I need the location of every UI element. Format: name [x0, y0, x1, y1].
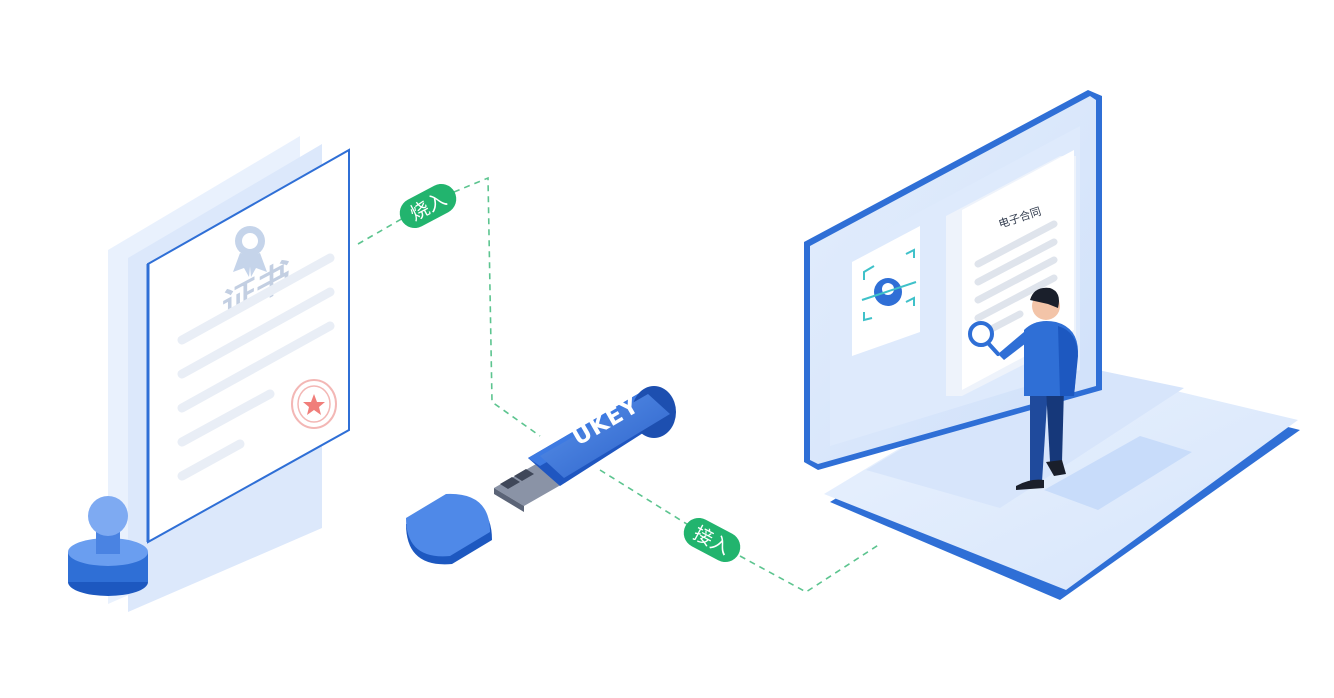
red-seal-icon — [291, 379, 337, 429]
certificate-document: 证书 — [108, 136, 350, 612]
award-badge-icon — [233, 226, 267, 277]
connect-tag: 接入 — [683, 517, 741, 563]
burn-tag: 烧入 — [399, 183, 457, 229]
magnifier-icon — [968, 321, 1000, 356]
ukey-cap — [406, 493, 492, 565]
face-scan-card — [852, 226, 920, 356]
certificate-text-lines — [177, 253, 335, 481]
ukey-usb-drive: UKEY — [494, 386, 676, 512]
laptop: 电子合同 — [804, 90, 1300, 600]
stamp-icon — [68, 496, 148, 596]
person-with-magnifier — [968, 287, 1078, 490]
connector-lines — [357, 176, 881, 593]
